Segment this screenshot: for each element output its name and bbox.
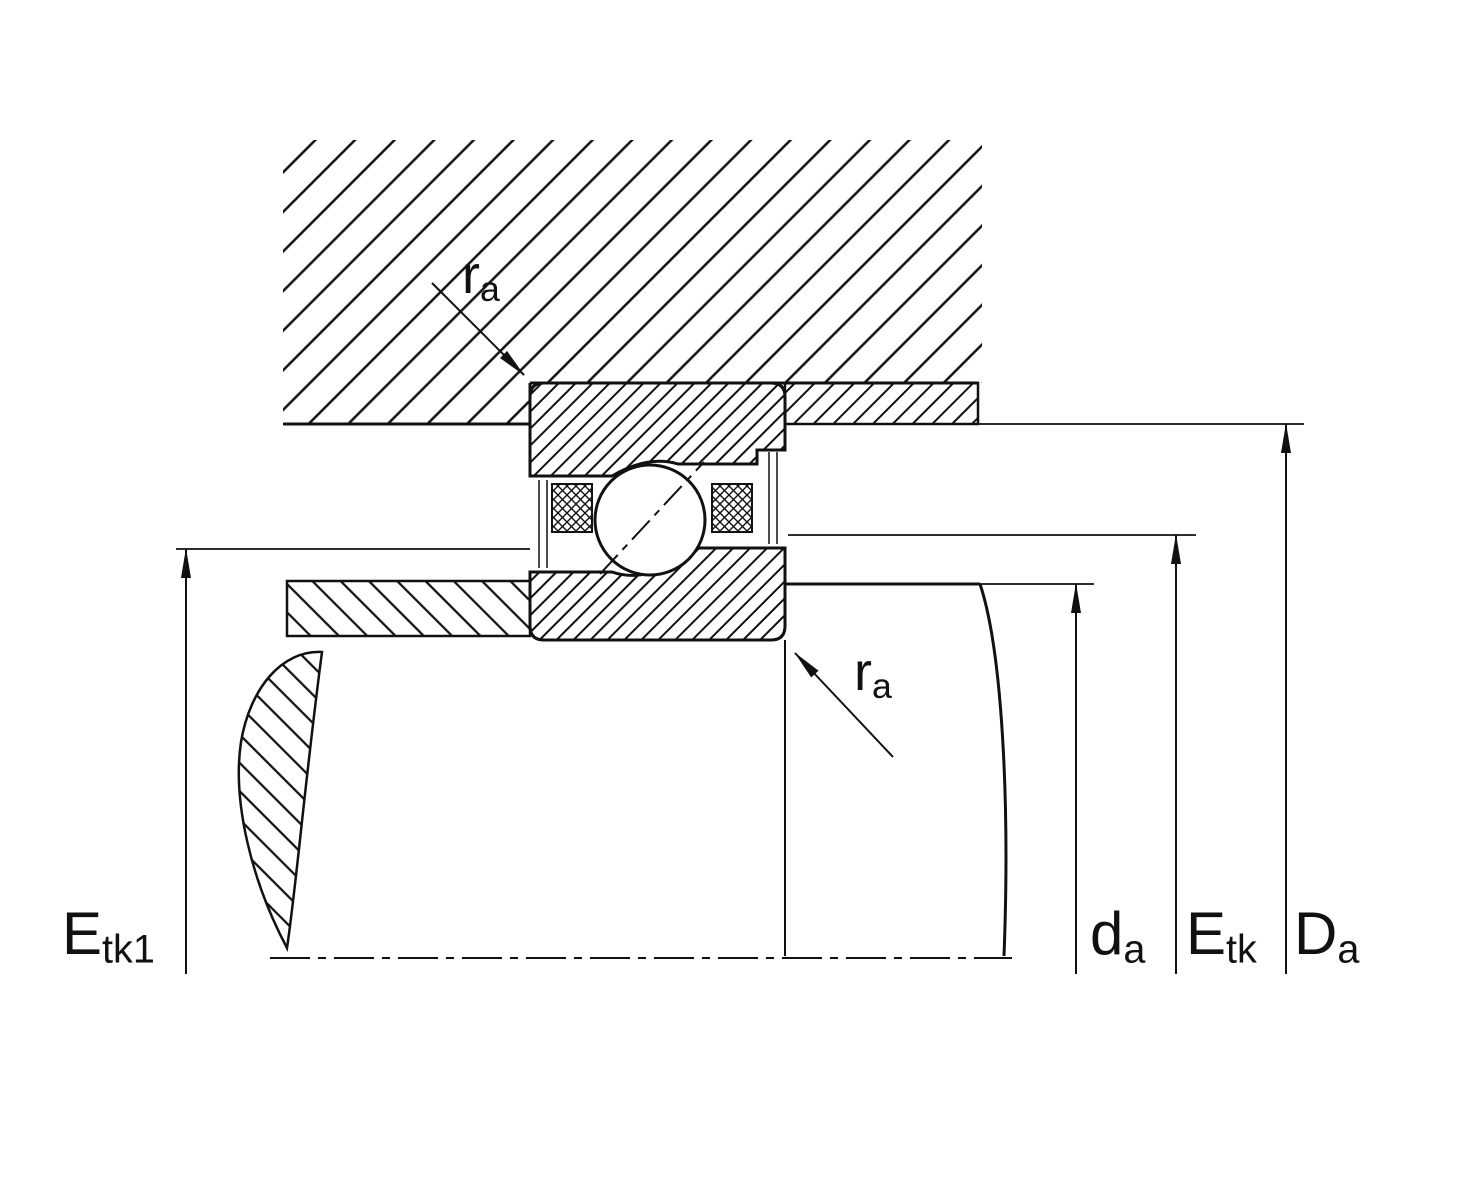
contact-angle-line bbox=[599, 461, 705, 575]
etk1-label: Etk1 bbox=[62, 904, 155, 970]
shaft-outline-curve bbox=[978, 583, 1008, 957]
ra-bottom-label-sub: a bbox=[871, 665, 892, 706]
da-label-main: d bbox=[1090, 900, 1124, 967]
ra-top-label-main: r bbox=[462, 245, 480, 305]
ra-bottom-leader bbox=[794, 652, 894, 758]
ra-top-leader bbox=[431, 282, 525, 376]
etk-label: Etk bbox=[1186, 904, 1257, 970]
ra-bottom-label-main: r bbox=[854, 642, 872, 702]
shaft-spacer-section bbox=[285, 579, 532, 638]
da-label-sub: a bbox=[1123, 927, 1146, 972]
outer-ring-section bbox=[528, 381, 787, 478]
etk-label-main: E bbox=[1186, 900, 1227, 967]
Da-label-main: D bbox=[1294, 900, 1338, 967]
ra-bottom-label: ra bbox=[854, 645, 892, 704]
housing-section bbox=[283, 140, 982, 424]
Da-label: Da bbox=[1294, 904, 1359, 970]
etk-label-sub: tk bbox=[1226, 927, 1257, 972]
shaft-break-section bbox=[237, 650, 324, 952]
ball bbox=[593, 463, 707, 577]
cage-section-left bbox=[551, 483, 593, 533]
etk1-label-main: E bbox=[62, 900, 103, 967]
cover-strip-section bbox=[783, 381, 980, 426]
cage-section-right bbox=[711, 483, 753, 533]
ra-top-label-sub: a bbox=[479, 268, 500, 309]
ra-top-label: ra bbox=[462, 248, 500, 307]
etk1-label-sub: tk1 bbox=[102, 927, 155, 972]
Da-label-sub: a bbox=[1337, 927, 1360, 972]
da-label: da bbox=[1090, 904, 1145, 970]
